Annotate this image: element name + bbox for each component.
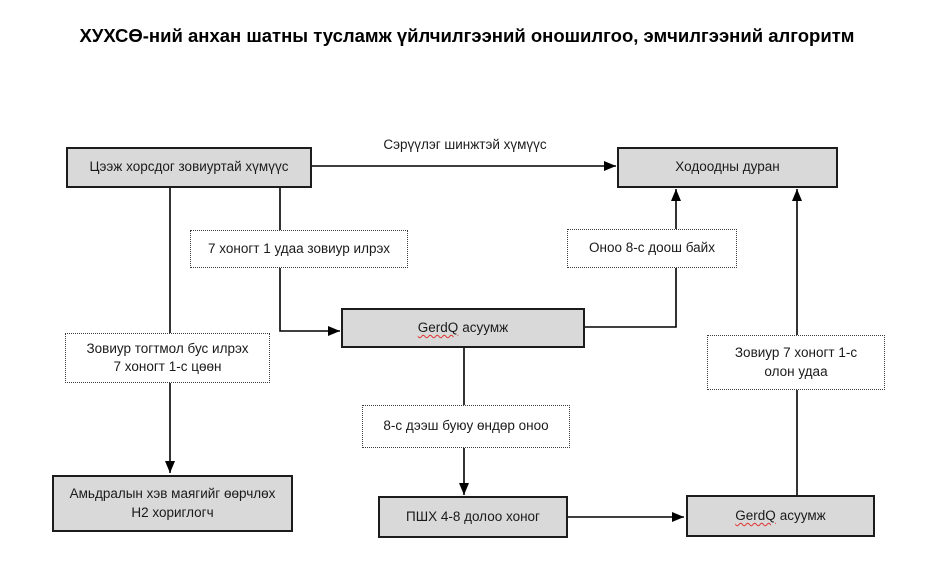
node-gerdq-primary-label: асуумж [462,319,509,335]
node-gerdq-primary-brand: GerdQ [417,319,459,335]
node-ppi-course-label: ПШХ 4-8 долоо хоног [406,508,540,524]
condition-score-8-above-label: 8-с дээш буюу өндөр оноо [383,418,549,434]
node-lifestyle-h2-line1: Амьдралын хэв маягийг өөрчлөх [69,486,276,502]
condition-weekly-symptom-label: 7 хоногт 1 удаа зовиур илрэх [208,240,390,256]
condition-irregular-symptom: Зовиур тогтмол бус илрэх 7 хоногт 1-с цө… [65,333,270,383]
condition-weekly-symptom: 7 хоногт 1 удаа зовиур илрэх [190,230,408,268]
edge-label-alarm-symptoms: Сэрүүлэг шинжтэй хүмүүс [383,137,547,152]
condition-symptom-over-weekly: Зовиур 7 хоногт 1-с олон удаа [707,335,885,390]
node-gastroscopy: Ходоодны дуран [617,147,838,188]
condition-symptom-over-weekly-line2: олон удаа [764,363,828,379]
page-title: ХУХСӨ-ний анхан шатны тусламж үйлчилгээн… [79,25,855,46]
condition-irregular-symptom-line1: Зовиур тогтмол бус илрэх [86,340,249,356]
node-ppi-course: ПШХ 4-8 долоо хоног [378,496,568,538]
node-lifestyle-h2-line2: Н2 хориглогч [131,504,214,520]
condition-score-below-8-label: Оноо 8-с доош байх [589,240,715,256]
node-heartburn-patients-label: Цээж хорсдог зовиуртай хүмүүс [89,159,289,175]
node-gerdq-primary: GerdQ асуумж [341,308,585,348]
condition-irregular-symptom-line2: 7 хоногт 1-с цөөн [113,359,222,374]
node-gerdq-repeat-label: асуумж [779,507,826,523]
condition-symptom-over-weekly-line1: Зовиур 7 хоногт 1-с [734,345,858,361]
node-heartburn-patients: Цээж хорсдог зовиуртай хүмүүс [66,147,312,188]
node-gerdq-repeat: GerdQ асуумж [686,495,875,537]
condition-score-below-8: Оноо 8-с доош байх [567,229,737,268]
node-gastroscopy-label: Ходоодны дуран [675,159,780,175]
node-gerdq-repeat-brand: GerdQ [735,507,776,523]
condition-score-8-above: 8-с дээш буюу өндөр оноо [362,405,570,448]
node-lifestyle-h2: Амьдралын хэв маягийг өөрчлөх Н2 хоригло… [52,475,293,532]
